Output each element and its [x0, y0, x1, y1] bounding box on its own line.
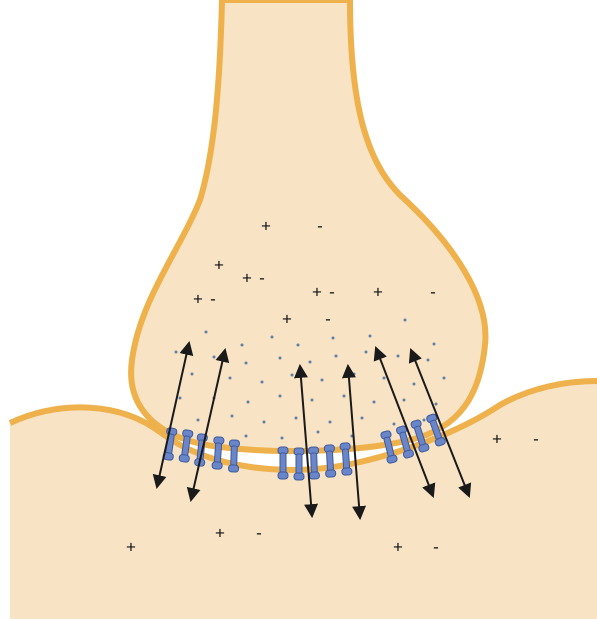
charge-sign: + — [373, 282, 383, 301]
charge-sign: + — [282, 309, 292, 328]
neurotransmitter-dot — [403, 399, 406, 402]
neurotransmitter-dot — [231, 415, 234, 418]
charge-sign: + — [242, 268, 252, 287]
neurotransmitter-dot — [373, 401, 376, 404]
ion-channel-icon — [212, 437, 224, 470]
neurotransmitter-dot — [245, 435, 248, 438]
neurotransmitter-dot — [205, 331, 208, 334]
neurotransmitter-dot — [393, 423, 396, 426]
neurotransmitter-dot — [245, 362, 248, 365]
neurotransmitter-dot — [247, 401, 250, 404]
neurotransmitter-dot — [332, 337, 335, 340]
charge-sign: + — [492, 429, 502, 448]
neurotransmitter-dot — [281, 437, 284, 440]
neurotransmitter-dot — [321, 379, 324, 382]
neurotransmitter-dot — [353, 373, 356, 376]
neurotransmitter-dot — [297, 344, 300, 347]
charge-sign: + — [126, 537, 136, 556]
neurotransmitter-dot — [279, 357, 282, 360]
neurotransmitter-dot — [229, 377, 232, 380]
charge-sign: + — [261, 216, 271, 235]
neurotransmitter-dot — [191, 373, 194, 376]
neurotransmitter-dot — [291, 374, 294, 377]
charge-sign: - — [259, 268, 265, 287]
charge-sign: - — [430, 282, 436, 301]
charge-sign: - — [317, 216, 323, 235]
neurotransmitter-dot — [317, 431, 320, 434]
neurotransmitter-dot — [213, 356, 216, 359]
neurotransmitter-dot — [175, 351, 178, 354]
neurotransmitter-dot — [343, 395, 346, 398]
presynaptic-terminal — [131, 0, 485, 451]
neurotransmitter-dot — [335, 355, 338, 358]
charge-sign: + — [214, 255, 224, 274]
charge-sign: - — [329, 282, 335, 301]
charge-sign: + — [215, 523, 225, 542]
neurotransmitter-dot — [433, 343, 436, 346]
neurotransmitter-dot — [443, 377, 446, 380]
charge-sign: + — [193, 289, 203, 308]
neurotransmitter-dot — [427, 359, 430, 362]
charge-sign: - — [433, 537, 439, 556]
charge-sign: - — [210, 289, 216, 308]
neurotransmitter-dot — [383, 377, 386, 380]
neurotransmitter-dot — [271, 336, 274, 339]
charge-sign: + — [312, 282, 322, 301]
charge-sign: - — [256, 523, 262, 542]
ion-channel-icon — [294, 448, 304, 480]
neurotransmitter-dot — [423, 419, 426, 422]
charge-sign: + — [393, 537, 403, 556]
neurotransmitter-dot — [241, 344, 244, 347]
neurotransmitter-dot — [295, 417, 298, 420]
ion-channel-icon — [308, 447, 319, 479]
charge-sign: - — [325, 309, 331, 328]
neurotransmitter-dot — [404, 319, 407, 322]
ion-channel-icon — [278, 447, 288, 479]
ion-channel-icon — [228, 440, 239, 472]
neurotransmitter-dot — [309, 361, 312, 364]
ion-channel-icon — [340, 443, 352, 476]
neurotransmitter-dot — [361, 417, 364, 420]
charge-sign: - — [533, 429, 539, 448]
neurotransmitter-dot — [261, 381, 264, 384]
neurotransmitter-dot — [413, 383, 416, 386]
neurotransmitter-dot — [435, 403, 438, 406]
neurotransmitter-dot — [311, 399, 314, 402]
ion-channel-icon — [324, 445, 336, 477]
neurotransmitter-dot — [329, 421, 332, 424]
neurotransmitter-dot — [369, 335, 372, 338]
neurotransmitter-dot — [365, 351, 368, 354]
neurotransmitter-dot — [197, 419, 200, 422]
neurotransmitter-dot — [397, 355, 400, 358]
neurotransmitter-dot — [263, 421, 266, 424]
neurotransmitter-dot — [279, 395, 282, 398]
neurotransmitter-dot — [179, 397, 182, 400]
